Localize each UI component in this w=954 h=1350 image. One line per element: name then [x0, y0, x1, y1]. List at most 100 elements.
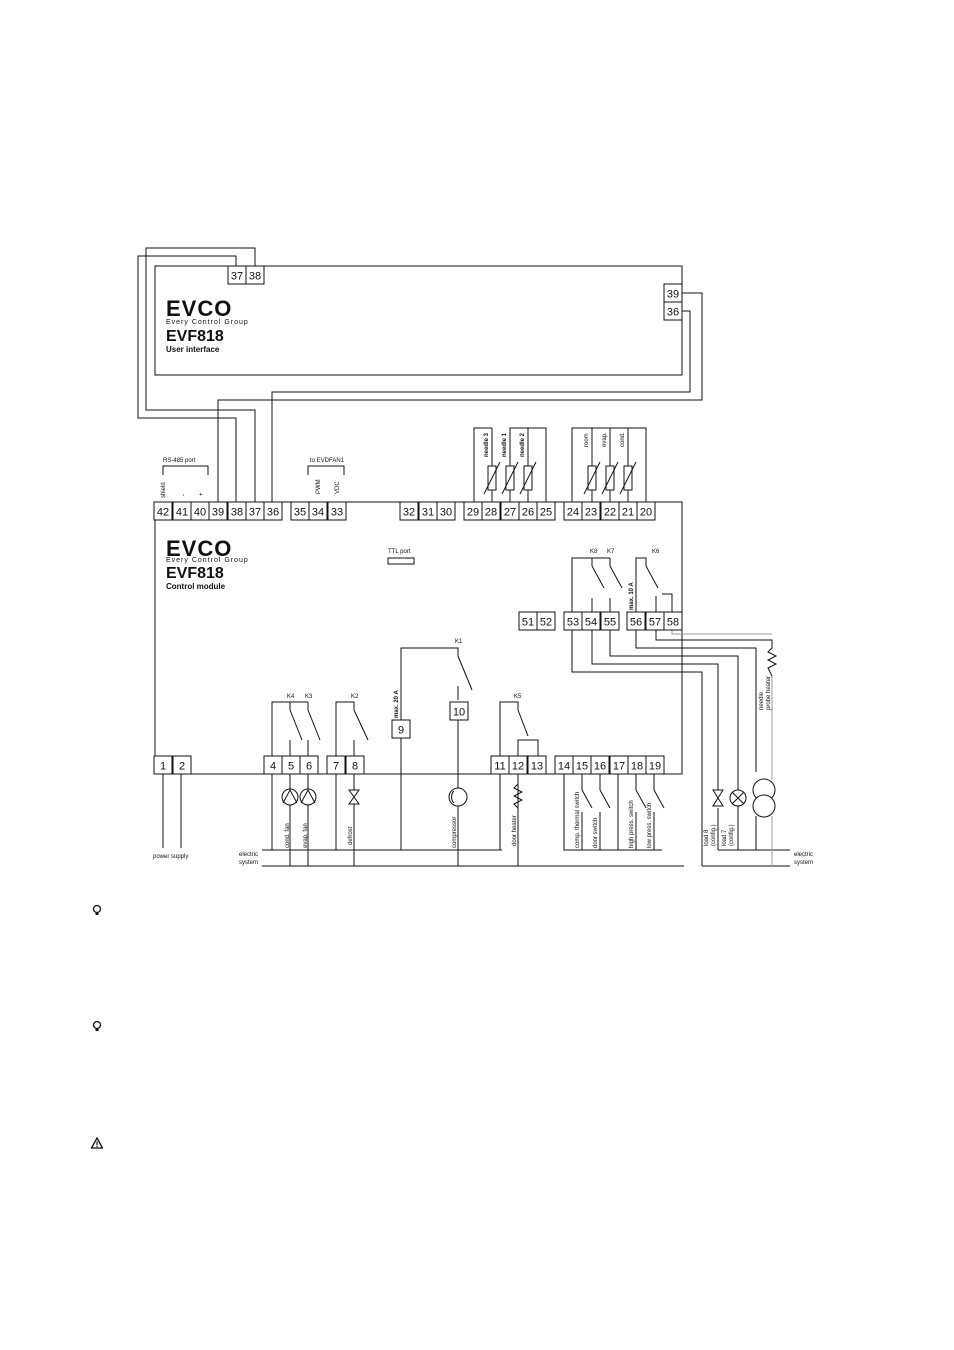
terminal-number: 37	[249, 507, 261, 519]
cm-terminal-32: 32	[399, 501, 419, 521]
pwm-label: PWM	[316, 479, 322, 494]
cm-terminal-24: 24	[563, 501, 583, 521]
cm-terminal-15: 15	[572, 755, 592, 775]
terminal-number: 52	[540, 617, 552, 629]
terminal-number: 57	[649, 617, 661, 629]
k4-label: K4	[287, 694, 295, 700]
terminal-number: 27	[504, 507, 516, 519]
terminal-number: 18	[631, 761, 643, 773]
cm-terminal-31: 31	[418, 501, 438, 521]
ui-tagline: Every Control Group	[166, 319, 249, 326]
evdfan-label: to EVDFAN1	[310, 458, 345, 464]
cm-terminal-52: 52	[536, 611, 556, 631]
needle3-label: needle 3	[484, 432, 490, 457]
cm-terminal-6: 6	[299, 755, 319, 775]
terminal-number: 38	[231, 507, 243, 519]
terminal-number: 28	[485, 507, 497, 519]
cm-model: EVF818	[166, 565, 224, 582]
cm-terminal-11: 11	[490, 755, 510, 775]
terminal-number: 1	[160, 761, 166, 773]
cm-terminal-57: 57	[645, 611, 665, 631]
needle1-label: needle 1	[502, 432, 508, 457]
cm-terminal-36: 36	[263, 501, 283, 521]
terminal-number: 2	[179, 761, 185, 773]
needle-heater-2-label: probe heater	[766, 676, 772, 710]
k7-label: K7	[607, 549, 615, 555]
terminal-number: 38	[249, 271, 261, 283]
defrost-label: defrost	[348, 826, 354, 845]
door-heater-label: door heater	[512, 815, 518, 846]
terminal-number: 40	[194, 507, 206, 519]
cm-terminal-41: 41	[172, 501, 192, 521]
terminal-number: 13	[531, 761, 543, 773]
load7-1-label: load 7	[722, 829, 728, 846]
cm-terminal-4: 4	[263, 755, 283, 775]
high-press-label: high press. switch	[629, 800, 635, 848]
terminal-number: 39	[212, 507, 224, 519]
terminal-number: 4	[270, 761, 276, 773]
cm-terminal-25: 25	[536, 501, 556, 521]
cm-terminal-34: 34	[308, 501, 328, 521]
cm-terminal-55: 55	[600, 611, 620, 631]
cm-terminal-39: 39	[208, 501, 228, 521]
cm-terminal-51: 51	[518, 611, 538, 631]
minus-label: -	[181, 494, 187, 496]
terminal-number: 25	[540, 507, 552, 519]
door-switch-label: door switch	[593, 818, 599, 848]
load7-2-label: (config.)	[729, 824, 735, 846]
terminal-number: 7	[333, 761, 339, 773]
cm-terminal-29: 29	[463, 501, 483, 521]
lightbulb-icon	[92, 1020, 102, 1031]
terminal-number: 30	[440, 507, 452, 519]
terminal-number: 24	[567, 507, 579, 519]
cm-terminal-16: 16	[590, 755, 610, 775]
cm-terminal-18: 18	[627, 755, 647, 775]
terminal-number: 21	[622, 507, 634, 519]
terminal-number: 6	[306, 761, 312, 773]
load8-1-label: load 8	[704, 829, 710, 846]
cm-terminal-40: 40	[190, 501, 210, 521]
terminal-number: 22	[604, 507, 616, 519]
cm-terminal-5: 5	[281, 755, 301, 775]
terminal-number: 41	[176, 507, 188, 519]
cm-terminal-33: 33	[327, 501, 347, 521]
plus-label: +	[199, 492, 205, 496]
cm-logo: EVCO Every Control Group EVF818 Control …	[166, 536, 411, 591]
terminal-number: 33	[331, 507, 343, 519]
cm-terminal-17: 17	[609, 755, 629, 775]
terminal-number: 8	[352, 761, 358, 773]
rs485-label: RS-485 port	[163, 458, 196, 464]
k8-label: K8	[590, 549, 598, 555]
cond-fan-label: cond. fan	[285, 823, 291, 848]
terminal-number: 51	[522, 617, 534, 629]
cm-terminal-53: 53	[563, 611, 583, 631]
terminal-number: 16	[594, 761, 606, 773]
warning-icon	[91, 1137, 103, 1149]
terminal-number: 39	[667, 289, 679, 301]
terminal-number: 34	[312, 507, 324, 519]
cm-terminal-26: 26	[518, 501, 538, 521]
terminal-number: 31	[422, 507, 434, 519]
evap-fan-label: evap. fan	[303, 823, 309, 848]
needle-heater-1-label: needle	[759, 691, 765, 710]
cm-tagline: Every Control Group	[166, 557, 249, 564]
terminal-number: 42	[157, 507, 169, 519]
cm-terminal-12: 12	[508, 755, 528, 775]
compressor-label: compressor	[452, 817, 458, 848]
cm-terminal-56: 56	[626, 611, 646, 631]
cm-terminal-22: 22	[600, 501, 620, 521]
power-supply-label: power supply	[153, 854, 188, 860]
cm-terminal-10: 10	[449, 701, 469, 721]
ui-terminal-37: 37	[227, 265, 247, 285]
terminal-number: 20	[640, 507, 652, 519]
ui-terminal-36: 36	[663, 301, 683, 321]
cm-terminal-20: 20	[636, 501, 656, 521]
terminal-number: 54	[585, 617, 597, 629]
ttl-port-label: TTL port	[388, 549, 411, 555]
terminal-number: 53	[567, 617, 579, 629]
cm-terminal-28: 28	[481, 501, 501, 521]
cm-terminal-38: 38	[227, 501, 247, 521]
cm-terminal-9: 9	[391, 719, 411, 739]
cm-terminal-21: 21	[618, 501, 638, 521]
cm-terminal-30: 30	[436, 501, 456, 521]
